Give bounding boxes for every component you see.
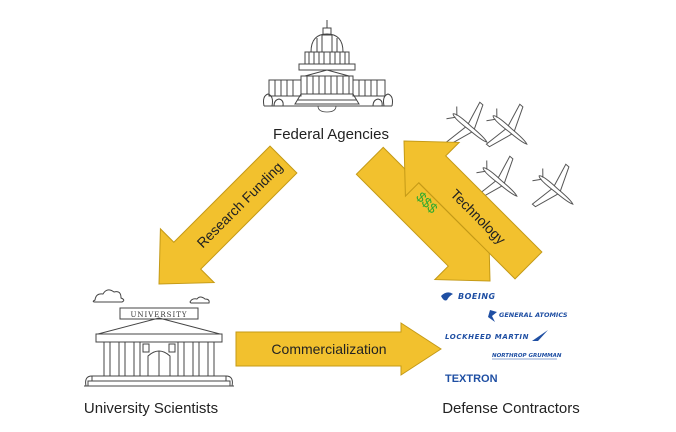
contractor-logo-lockheed-martin: LOCKHEED MARTIN: [445, 333, 529, 341]
commercialization-arrow: [235, 322, 442, 376]
drone-icon: [485, 103, 528, 148]
technology-arrow: Technology: [403, 140, 543, 280]
federal-agencies-label: Federal Agencies: [273, 126, 389, 143]
drone-icon: [531, 163, 574, 208]
research-funding-label: Research Funding: [194, 159, 286, 251]
lockheed-star-icon: [532, 330, 548, 341]
university-scientists-label: University Scientists: [84, 400, 218, 417]
contractor-logo-boeing: BOEING: [458, 292, 496, 301]
general-atomics-logo-icon: [488, 310, 497, 322]
contractor-logo-northrop-grumman: NORTHROP GRUMMAN: [492, 353, 562, 359]
defense-contractors-label: Defense Contractors: [442, 400, 580, 417]
capitol-icon: [263, 20, 393, 113]
research-funding-arrow: Research Funding: [158, 145, 298, 285]
commercialization-label: Commercialization: [271, 341, 386, 357]
contractor-logo-textron: TEXTRON: [445, 373, 498, 385]
contractor-logo-general-atomics: GENERAL ATOMICS: [499, 311, 568, 319]
boeing-logo-icon: [441, 292, 453, 301]
university-sign-label: UNIVERSITY: [130, 311, 187, 319]
university-building-icon: [84, 289, 234, 387]
contractor-logos: BOEING GENERAL ATOMICS LOCKHEED MARTIN N…: [441, 292, 568, 385]
